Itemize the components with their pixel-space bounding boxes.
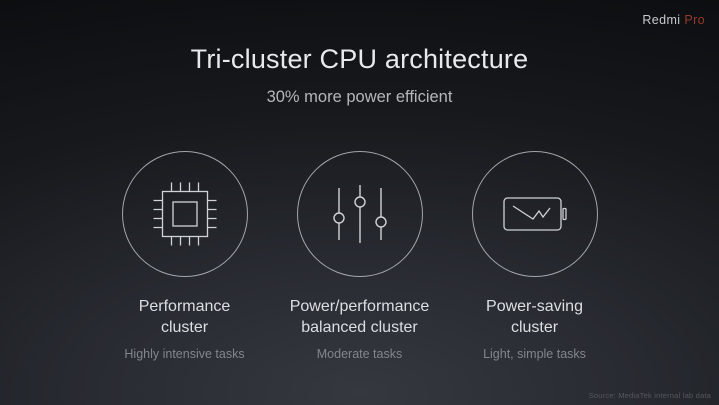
cluster-balanced: Power/performance balanced cluster Moder… (272, 151, 447, 361)
cluster-tasks: Light, simple tasks (483, 347, 586, 361)
sliders-icon (332, 185, 387, 243)
page-title: Tri-cluster CPU architecture (190, 44, 529, 74)
cluster-tasks: Highly intensive tasks (124, 347, 245, 361)
cluster-label: Power/performance balanced cluster (289, 298, 430, 336)
cluster-power-saving: Power-saving cluster Light, simple tasks (447, 151, 622, 361)
source-note: Source: MediaTek internal lab data (588, 391, 711, 400)
cluster-performance: Performance cluster Highly intensive tas… (97, 151, 272, 361)
brand-logo: Redmi Pro (642, 13, 705, 27)
cluster-row: Performance cluster Highly intensive tas… (0, 151, 719, 361)
performance-circle (121, 151, 248, 277)
cluster-label: Performance cluster (138, 298, 231, 336)
balanced-circle (296, 151, 423, 277)
power-saving-circle (471, 151, 598, 277)
brand-suffix: Pro (684, 13, 705, 27)
cluster-tasks: Moderate tasks (316, 347, 403, 361)
brand-name: Redmi (642, 13, 681, 27)
battery-icon (502, 197, 567, 231)
cpu-chip-icon (153, 182, 216, 246)
cluster-label: Power-saving cluster (486, 298, 583, 336)
page-subtitle: 30% more power efficient (266, 88, 453, 106)
